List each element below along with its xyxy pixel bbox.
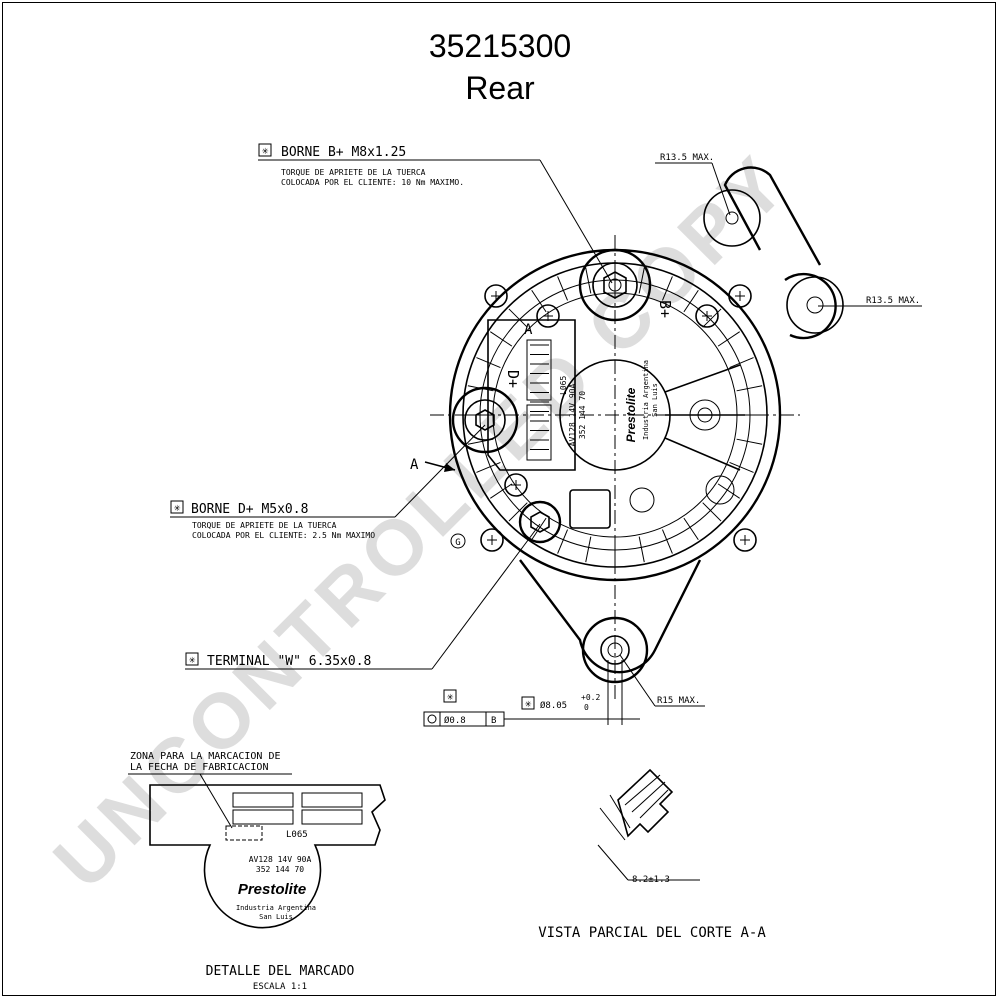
detail-spec-1: AV128 14V 90A [249, 855, 312, 864]
b-plus-terminal [578, 248, 652, 322]
svg-text:Ø8.05: Ø8.05 [540, 700, 567, 711]
svg-text:R15 MAX.: R15 MAX. [657, 696, 700, 706]
view-title: Rear [465, 70, 535, 106]
detail-origin-2: San Luis [259, 913, 293, 921]
upper-mount-lug [723, 166, 822, 266]
borne-d-note-1: TORQUE DE APRIETE DE LA TUERCA [192, 521, 337, 530]
svg-text:✳: ✳ [525, 697, 532, 710]
brand-logo-on-part: Prestolite [624, 387, 638, 442]
svg-text:R13.5 MAX.: R13.5 MAX. [866, 296, 920, 306]
svg-text:Ø0.8: Ø0.8 [444, 715, 466, 726]
svg-text:R13.5 MAX.: R13.5 MAX. [660, 153, 714, 163]
detail-origin-1: Industria Argentina [236, 904, 316, 912]
upper-mount-boss [703, 189, 761, 247]
zone-note-1: ZONA PARA LA MARCACION DE [130, 751, 281, 762]
borne-b-label: BORNE B+ M8x1.25 [281, 145, 406, 160]
ground-label: G [455, 538, 460, 548]
detail-title: DETALLE DEL MARCADO [206, 964, 355, 979]
hole-tolerance-callout: ✳ Ø0.8 B ✳ Ø8.05 +0.2 0 [423, 660, 640, 727]
detail-spec-2: 352 144 70 [256, 865, 304, 874]
detail-code: L065 [286, 830, 308, 840]
code-on-part: L065 [559, 376, 568, 395]
svg-text:✳: ✳ [189, 653, 196, 666]
svg-text:+0.2: +0.2 [581, 693, 600, 702]
section-marker-a: A A [410, 322, 533, 473]
detail-marking: ZONA PARA LA MARCACION DE LA FECHA DE FA… [128, 751, 386, 992]
svg-text:B: B [491, 716, 496, 726]
callout-borne-d: ✳ BORNE D+ M5x0.8 TORQUE DE APRIETE DE L… [170, 424, 486, 540]
alternator-rear-view [430, 166, 844, 700]
rectifier-fins [530, 344, 549, 450]
svg-text:✳: ✳ [174, 501, 181, 514]
borne-b-note-1: TORQUE DE APRIETE DE LA TUERCA [281, 168, 426, 177]
terminal-w-label: TERMINAL "W" 6.35x0.8 [207, 654, 371, 669]
b-plus-marking: B+ [656, 300, 674, 318]
dim-radius-top: R13.5 MAX. [655, 153, 731, 216]
right-mount-lug [784, 272, 837, 340]
housing-screws [480, 284, 757, 552]
svg-text:A: A [524, 322, 533, 338]
w-terminal [518, 500, 562, 544]
watermark: UNCONTROLLED COPY [37, 137, 806, 906]
callout-borne-b: ✳ BORNE B+ M8x1.25 TORQUE DE APRIETE DE … [258, 143, 613, 284]
origin-on-part-2: San Luis [651, 383, 659, 417]
zone-note-2: LA FECHA DE FABRICACION [130, 762, 268, 773]
callout-terminal-w: ✳ TERMINAL "W" 6.35x0.8 [185, 523, 541, 670]
detail-brand-logo: Prestolite [238, 881, 306, 898]
borne-d-note-2: COLOCADA POR EL CLIENTE: 2.5 Nm MAXIMO [192, 531, 375, 540]
dim-radius-right: R13.5 MAX. [818, 296, 922, 307]
borne-b-note-2: COLOCADA POR EL CLIENTE: 10 Nm MAXIMO. [281, 178, 464, 187]
d-plus-marking: D+ [504, 370, 522, 388]
section-view-title: VISTA PARCIAL DEL CORTE A-A [538, 925, 766, 941]
detail-scale: ESCALA 1:1 [253, 982, 307, 992]
section-depth-dim: 8.2±1.3 [632, 875, 670, 885]
svg-text:0: 0 [584, 703, 589, 712]
svg-text:A: A [410, 457, 419, 473]
dim-radius-bottom: R15 MAX. [619, 654, 705, 707]
d-plus-terminal [451, 386, 519, 454]
part-number-title: 35215300 [428, 28, 572, 64]
svg-text:✳: ✳ [447, 690, 454, 703]
nameplate-text-on-part: AV128 14V 90A 352 144 70 [568, 384, 587, 447]
svg-text:✳: ✳ [262, 144, 269, 157]
section-view-a-a: 8.2±1.3 VISTA PARCIAL DEL CORTE A-A [538, 768, 766, 941]
borne-d-label: BORNE D+ M5x0.8 [191, 502, 308, 517]
svg-text:AV128 14V 90A: AV128 14V 90A [568, 384, 577, 447]
ground-symbol [450, 533, 466, 549]
regulator-housing [487, 319, 576, 471]
cooling-slots [465, 265, 765, 565]
svg-text:352 144 70: 352 144 70 [578, 391, 587, 439]
origin-on-part-1: Industria Argentina [642, 360, 650, 440]
